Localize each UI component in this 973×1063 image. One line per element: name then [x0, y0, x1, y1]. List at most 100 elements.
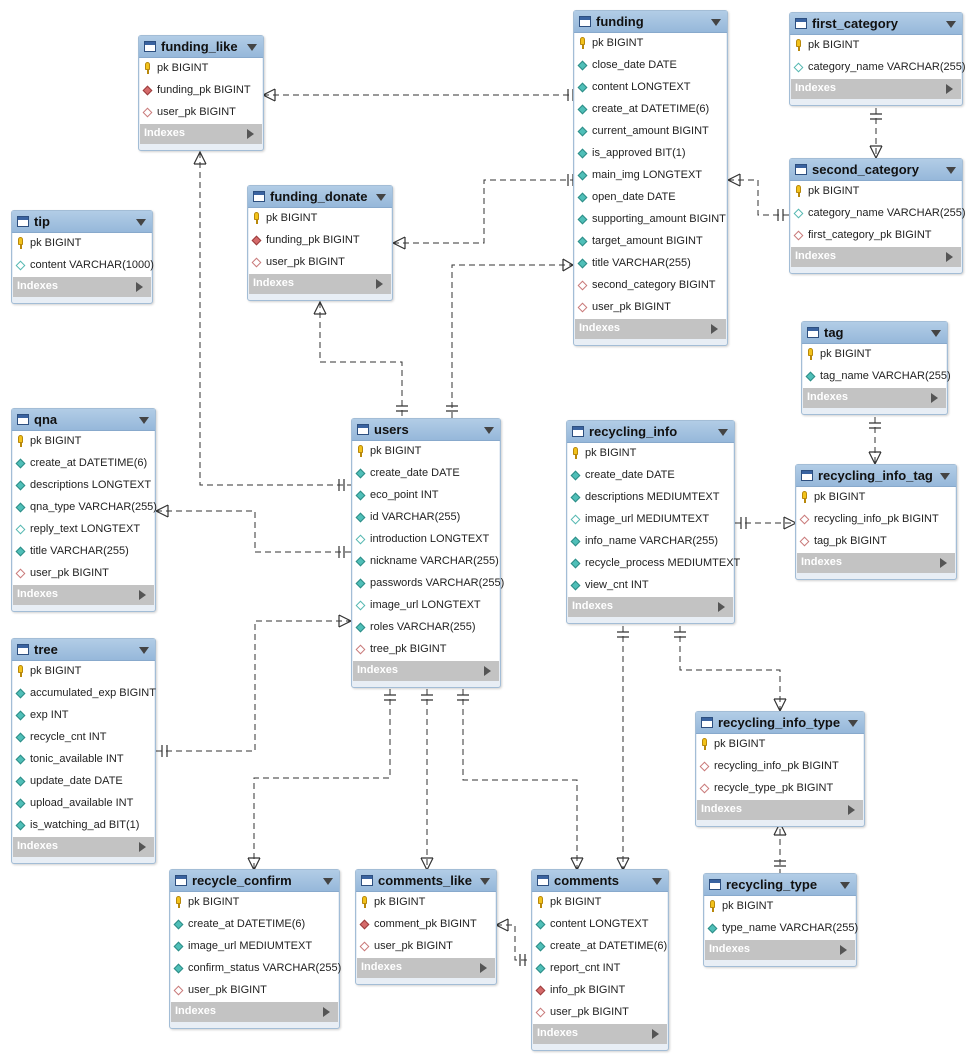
- column-row[interactable]: title VARCHAR(255): [13, 541, 154, 563]
- column-row[interactable]: create_at DATETIME(6): [533, 936, 667, 958]
- expand-arrow-icon[interactable]: [931, 393, 938, 403]
- table-header[interactable]: recycling_info_type: [696, 712, 864, 734]
- column-row[interactable]: recycling_info_pk BIGINT: [697, 756, 863, 778]
- column-row[interactable]: recycling_info_pk BIGINT: [797, 509, 955, 531]
- column-row[interactable]: pk BIGINT: [705, 896, 855, 918]
- column-row[interactable]: current_amount BIGINT: [575, 121, 726, 143]
- table-header[interactable]: recycling_info_tag: [796, 465, 956, 487]
- expand-arrow-icon[interactable]: [323, 1007, 330, 1017]
- collapse-arrow-icon[interactable]: [840, 882, 850, 889]
- column-row[interactable]: pk BIGINT: [353, 441, 499, 463]
- indexes-section[interactable]: Indexes: [797, 553, 955, 573]
- expand-arrow-icon[interactable]: [940, 558, 947, 568]
- column-row[interactable]: accumulated_exp BIGINT: [13, 683, 156, 705]
- column-row[interactable]: user_pk BIGINT: [13, 563, 154, 585]
- column-row[interactable]: tree_pk BIGINT: [353, 639, 499, 661]
- expand-arrow-icon[interactable]: [247, 129, 254, 139]
- column-row[interactable]: pk BIGINT: [249, 208, 391, 230]
- column-row[interactable]: pk BIGINT: [803, 344, 946, 366]
- column-row[interactable]: descriptions MEDIUMTEXT: [568, 487, 733, 509]
- column-row[interactable]: pk BIGINT: [791, 181, 961, 203]
- column-row[interactable]: create_at DATETIME(6): [575, 99, 726, 121]
- collapse-arrow-icon[interactable]: [139, 647, 149, 654]
- column-row[interactable]: pk BIGINT: [791, 35, 961, 57]
- indexes-section[interactable]: Indexes: [357, 958, 495, 978]
- collapse-arrow-icon[interactable]: [848, 720, 858, 727]
- column-row[interactable]: report_cnt INT: [533, 958, 667, 980]
- table-header[interactable]: funding_like: [139, 36, 263, 58]
- expand-arrow-icon[interactable]: [139, 842, 146, 852]
- column-row[interactable]: image_url MEDIUMTEXT: [568, 509, 733, 531]
- column-row[interactable]: open_date DATE: [575, 187, 726, 209]
- indexes-section[interactable]: Indexes: [697, 800, 863, 820]
- expand-arrow-icon[interactable]: [480, 963, 487, 973]
- expand-arrow-icon[interactable]: [376, 279, 383, 289]
- column-row[interactable]: eco_point INT: [353, 485, 499, 507]
- expand-arrow-icon[interactable]: [139, 590, 146, 600]
- column-row[interactable]: title VARCHAR(255): [575, 253, 726, 275]
- column-row[interactable]: tag_pk BIGINT: [797, 531, 955, 553]
- indexes-section[interactable]: Indexes: [13, 585, 154, 605]
- table-header[interactable]: tip: [12, 211, 152, 233]
- column-row[interactable]: user_pk BIGINT: [171, 980, 338, 1002]
- table-header[interactable]: users: [352, 419, 500, 441]
- column-row[interactable]: first_category_pk BIGINT: [791, 225, 961, 247]
- collapse-arrow-icon[interactable]: [711, 19, 721, 26]
- column-row[interactable]: pk BIGINT: [357, 892, 495, 914]
- column-row[interactable]: is_watching_ad BIT(1): [13, 815, 154, 837]
- expand-arrow-icon[interactable]: [946, 252, 953, 262]
- column-row[interactable]: second_category BIGINT: [575, 275, 726, 297]
- collapse-arrow-icon[interactable]: [931, 330, 941, 337]
- column-row[interactable]: comment_pk BIGINT: [357, 914, 495, 936]
- column-row[interactable]: descriptions LONGTEXT: [13, 475, 154, 497]
- expand-arrow-icon[interactable]: [840, 945, 847, 955]
- column-row[interactable]: pk BIGINT: [568, 443, 733, 465]
- indexes-section[interactable]: Indexes: [140, 124, 262, 144]
- column-row[interactable]: id VARCHAR(255): [353, 507, 499, 529]
- column-row[interactable]: recycle_process MEDIUMTEXT: [568, 553, 740, 575]
- indexes-section[interactable]: Indexes: [13, 837, 154, 857]
- table-header[interactable]: tree: [12, 639, 155, 661]
- collapse-arrow-icon[interactable]: [136, 219, 146, 226]
- column-row[interactable]: update_date DATE: [13, 771, 154, 793]
- column-row[interactable]: upload_available INT: [13, 793, 154, 815]
- table-header[interactable]: recycling_type: [704, 874, 856, 896]
- column-row[interactable]: user_pk BIGINT: [140, 102, 262, 124]
- column-row[interactable]: recycle_cnt INT: [13, 727, 154, 749]
- indexes-section[interactable]: Indexes: [803, 388, 946, 408]
- expand-arrow-icon[interactable]: [718, 602, 725, 612]
- expand-arrow-icon[interactable]: [652, 1029, 659, 1039]
- indexes-section[interactable]: Indexes: [533, 1024, 667, 1044]
- column-row[interactable]: is_approved BIT(1): [575, 143, 726, 165]
- column-row[interactable]: type_name VARCHAR(255): [705, 918, 858, 940]
- table-header[interactable]: funding: [574, 11, 727, 33]
- indexes-section[interactable]: Indexes: [791, 247, 961, 267]
- column-row[interactable]: create_date DATE: [568, 465, 733, 487]
- column-row[interactable]: recycle_type_pk BIGINT: [697, 778, 863, 800]
- indexes-section[interactable]: Indexes: [249, 274, 391, 294]
- column-row[interactable]: view_cnt INT: [568, 575, 733, 597]
- column-row[interactable]: category_name VARCHAR(255): [791, 203, 966, 225]
- column-row[interactable]: category_name VARCHAR(255): [791, 57, 966, 79]
- column-row[interactable]: roles VARCHAR(255): [353, 617, 499, 639]
- table-header[interactable]: funding_donate: [248, 186, 392, 208]
- column-row[interactable]: info_name VARCHAR(255): [568, 531, 733, 553]
- column-row[interactable]: confirm_status VARCHAR(255): [171, 958, 341, 980]
- column-row[interactable]: passwords VARCHAR(255): [353, 573, 504, 595]
- column-row[interactable]: nickname VARCHAR(255): [353, 551, 499, 573]
- expand-arrow-icon[interactable]: [711, 324, 718, 334]
- collapse-arrow-icon[interactable]: [323, 878, 333, 885]
- expand-arrow-icon[interactable]: [484, 666, 491, 676]
- indexes-section[interactable]: Indexes: [705, 940, 855, 960]
- column-row[interactable]: content VARCHAR(1000): [13, 255, 154, 277]
- column-row[interactable]: create_at DATETIME(6): [13, 453, 154, 475]
- collapse-arrow-icon[interactable]: [139, 417, 149, 424]
- table-header[interactable]: second_category: [790, 159, 962, 181]
- column-row[interactable]: tonic_available INT: [13, 749, 154, 771]
